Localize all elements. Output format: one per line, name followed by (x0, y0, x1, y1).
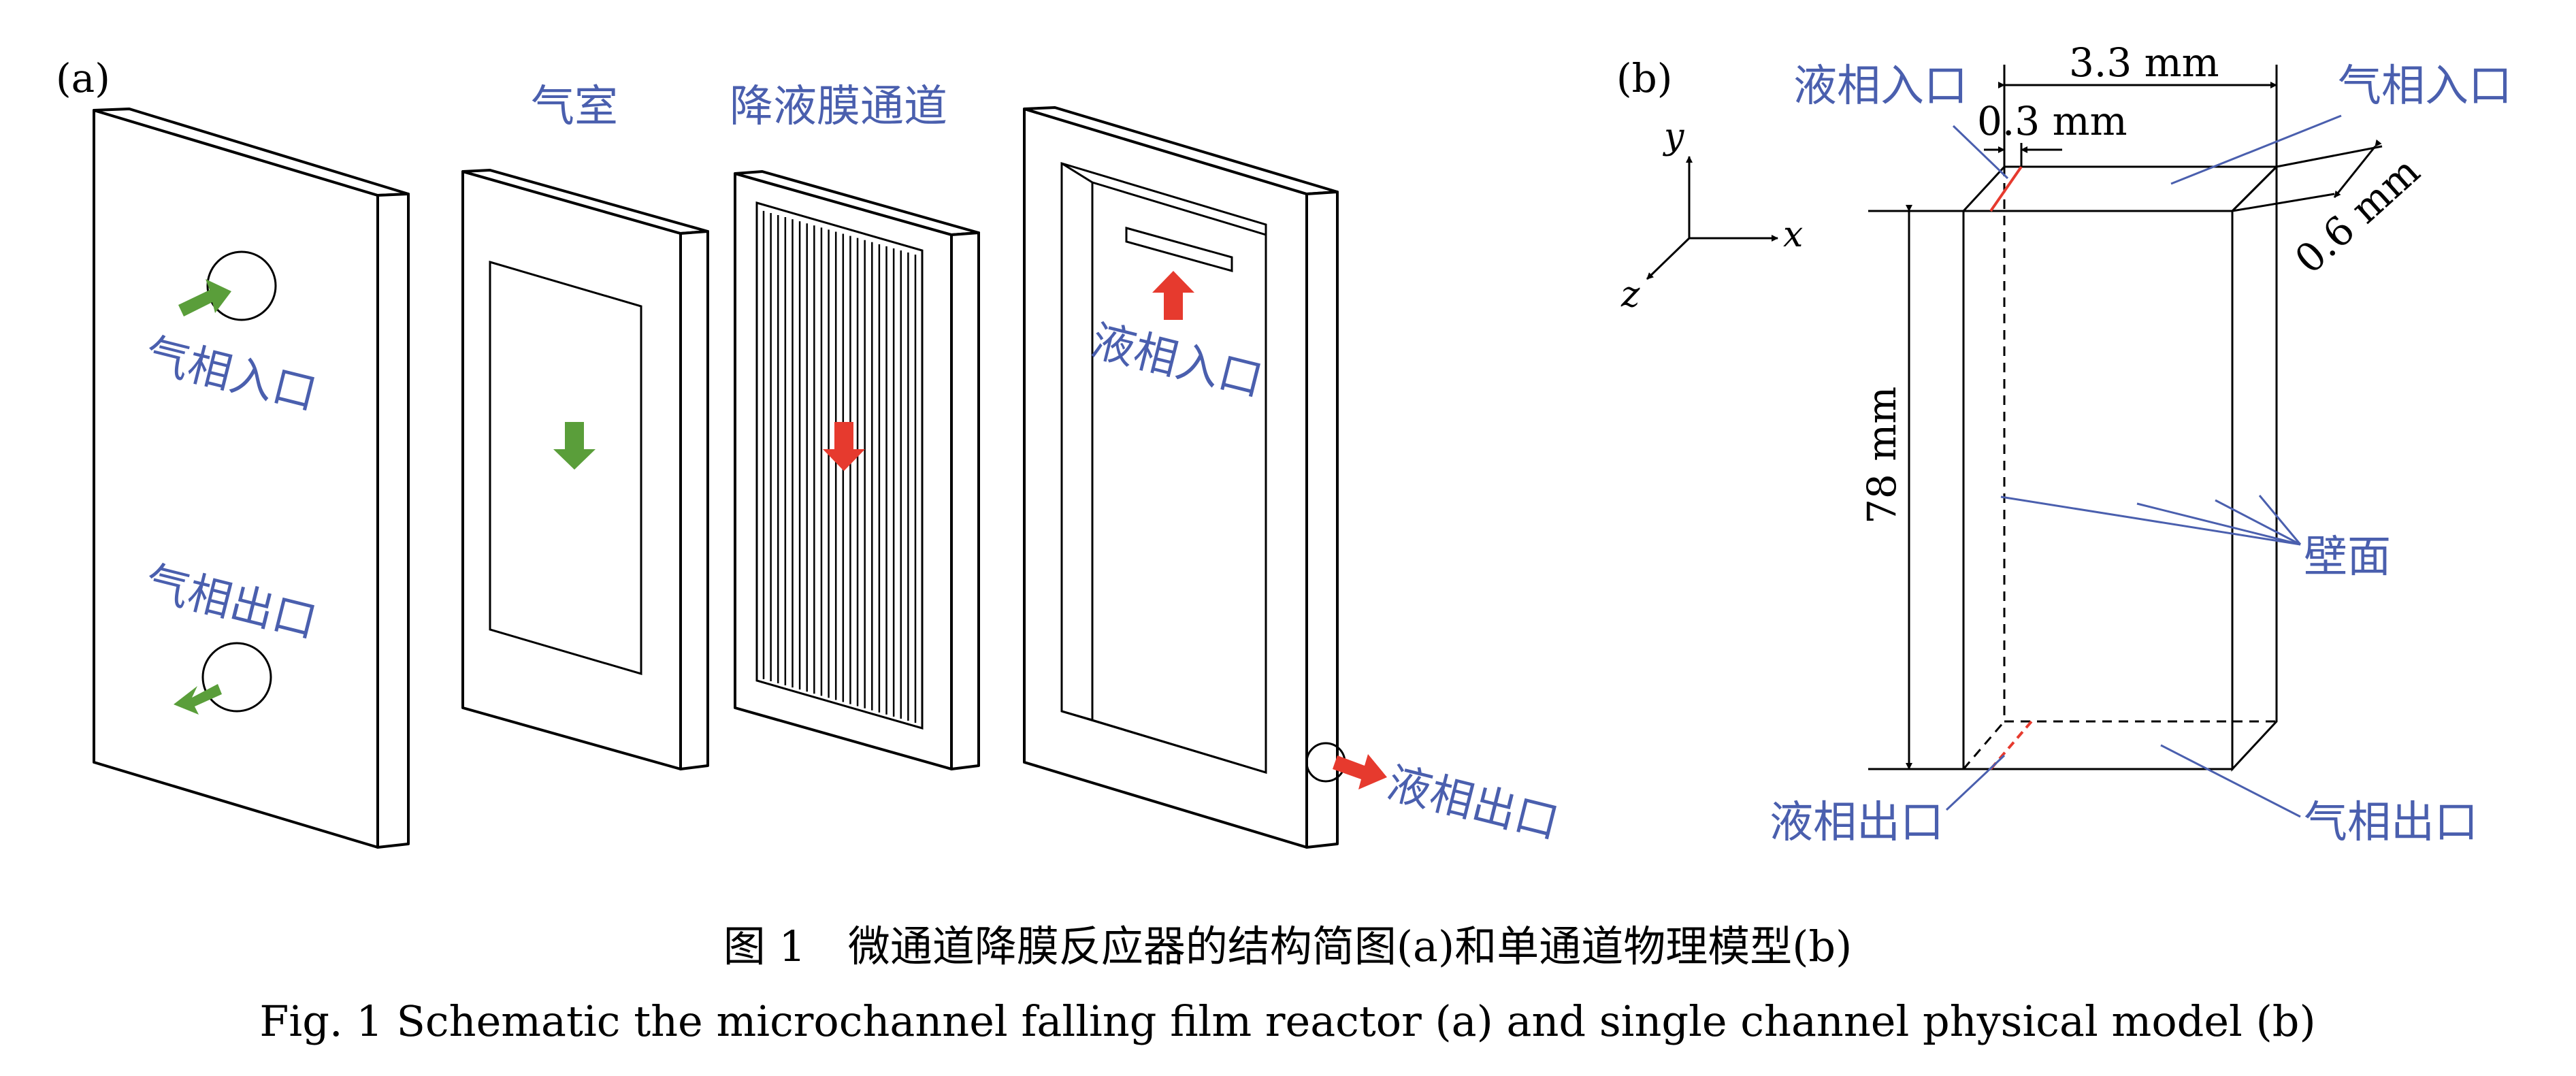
liquid-inlet-arrow (1152, 271, 1194, 320)
plate-falling-film: 降液膜通道 (730, 82, 980, 770)
channel-grooves (762, 210, 917, 723)
caption-english: Fig. 1 Schematic the microchannel fallin… (259, 996, 2315, 1046)
figure-caption: 图 1 微通道降膜反应器的结构简图(a)和单通道物理模型(b) Fig. 1 S… (259, 922, 2315, 1046)
panel-b: (b) y x z (1616, 39, 2512, 848)
gas-inlet-label-b: 气相入口 (2338, 61, 2512, 112)
gas-chamber-label: 气室 (531, 82, 618, 132)
axis-z-label: z (1620, 274, 1640, 315)
axis-x-label: x (1783, 214, 1803, 255)
liquid-inlet-label-b: 液相入口 (1793, 61, 1968, 112)
dim-height-label: 78 mm (1859, 387, 1905, 524)
gas-outlet-label-b: 气相出口 (2304, 798, 2478, 848)
gas-outlet-port (201, 642, 272, 713)
axis-y-label: y (1663, 116, 1684, 157)
plate-liquid: 液相入口 液相出口 (1023, 106, 1563, 849)
panel-a-tag: (a) (56, 55, 110, 101)
panel-b-tag: (b) (1616, 55, 1672, 101)
plate-gas-chamber: 气室 (461, 82, 709, 770)
panel-a: (a) 气相入口 气相出口 气室 降液膜通道 (56, 55, 1563, 849)
liquid-flow-arrow-channel (823, 422, 865, 471)
coordinate-axes: y x z (1620, 116, 1803, 315)
panel-b-labels: 液相入口 气相入口 壁面 液相出口 气相出口 (1770, 61, 2512, 848)
dim-gap-label: 0.3 mm (1977, 98, 2127, 144)
caption-chinese: 图 1 微通道降膜反应器的结构简图(a)和单通道物理模型(b) (723, 922, 1853, 971)
gas-outlet-arrow (174, 684, 222, 715)
falling-film-label: 降液膜通道 (730, 82, 947, 132)
plate-gas-cover: 气相入口 气相出口 (93, 108, 410, 849)
wall-label: 壁面 (2304, 532, 2391, 583)
single-channel-box (1961, 164, 2279, 772)
liquid-inlet-slit (1989, 165, 2023, 212)
dimensions: 3.3 mm 0.3 mm 0.6 mm 78 mm (1859, 39, 2428, 770)
liquid-outlet-label-b: 液相出口 (1770, 798, 1944, 848)
gas-inlet-port (206, 250, 277, 321)
gas-inlet-arrow (178, 279, 231, 316)
liquid-outlet-slit (1989, 720, 2033, 770)
liquid-inlet-slot (1125, 227, 1233, 272)
liquid-outlet-label-a: 液相出口 (1382, 758, 1563, 849)
liquid-outlet-arrow (1333, 754, 1387, 789)
dim-width-label: 3.3 mm (2069, 39, 2219, 86)
gas-flow-arrow (553, 422, 596, 470)
